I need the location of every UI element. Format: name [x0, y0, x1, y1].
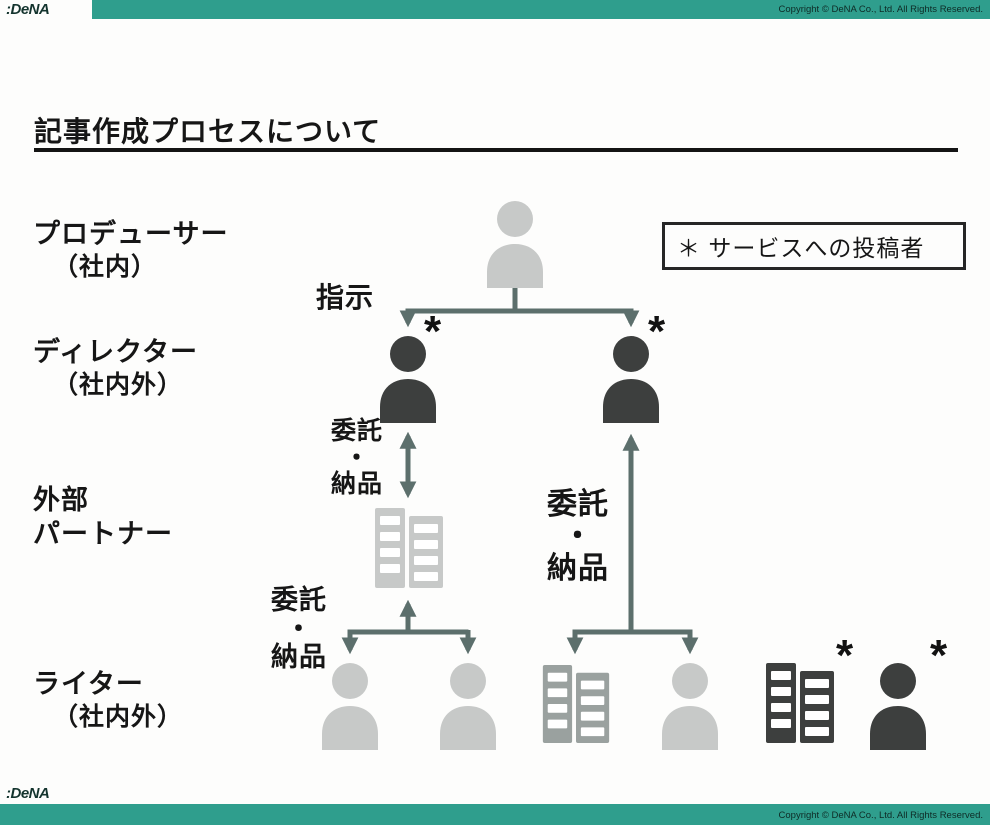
- role-writer-line1: ライター: [33, 669, 144, 699]
- role-producer-line1: プロデューサー: [33, 219, 229, 249]
- legend-box: ＊ サービスへの投稿者: [662, 222, 966, 270]
- writer-person-3-icon: [654, 660, 726, 750]
- producer-person-icon: [479, 198, 551, 288]
- role-label-producer: プロデューサー （社内）: [33, 218, 228, 283]
- title-underline: [34, 148, 958, 152]
- role-label-director: ディレクター （社内外）: [33, 336, 198, 401]
- flow-label-instruction: 指示: [316, 282, 375, 313]
- copyright-bottom: Copyright © DeNA Co., Ltd. All Rights Re…: [778, 810, 983, 821]
- bottom-brand-bar: [0, 804, 990, 825]
- director-left-person-icon: [372, 333, 444, 423]
- partner-building-icon: [369, 504, 449, 592]
- role-director-line2: （社内外）: [53, 370, 184, 399]
- asterisk-poster-person: *: [930, 631, 948, 680]
- top-brand-bar: [0, 0, 990, 19]
- flow-label-consign-upper: 委託 ・ 納品: [330, 417, 383, 498]
- writer-person-1-icon: [314, 660, 386, 750]
- asterisk-director-right: *: [648, 307, 666, 356]
- copyright-top: Copyright © DeNA Co., Ltd. All Rights Re…: [778, 4, 983, 15]
- asterisk-director-left: *: [424, 307, 442, 356]
- dena-logo-top: :DeNA: [0, 0, 92, 19]
- page-title: 記事作成プロセスについて: [34, 116, 382, 147]
- role-partner-line2: パートナー: [33, 518, 173, 549]
- asterisk-poster-building: *: [836, 631, 854, 680]
- role-label-writer: ライター （社内外）: [33, 668, 183, 733]
- poster-person-dark-icon: [862, 660, 934, 750]
- flow-label-consign-lower: 委託 ・ 納品: [271, 585, 327, 673]
- poster-building-dark-icon: [760, 658, 840, 748]
- writer-building-icon: [537, 660, 615, 748]
- role-partner-line1: 外部: [33, 485, 89, 515]
- flow-label-consign-right: 委託 ・ 納品: [547, 488, 609, 585]
- writer-person-2-icon: [432, 660, 504, 750]
- role-director-line1: ディレクター: [33, 337, 199, 367]
- director-right-person-icon: [595, 333, 667, 423]
- dena-logo-bottom: :DeNA: [6, 785, 50, 802]
- role-label-partner: 外部 パートナー: [33, 484, 173, 552]
- role-writer-line2: （社内外）: [53, 702, 184, 731]
- role-producer-line2: （社内）: [53, 252, 158, 281]
